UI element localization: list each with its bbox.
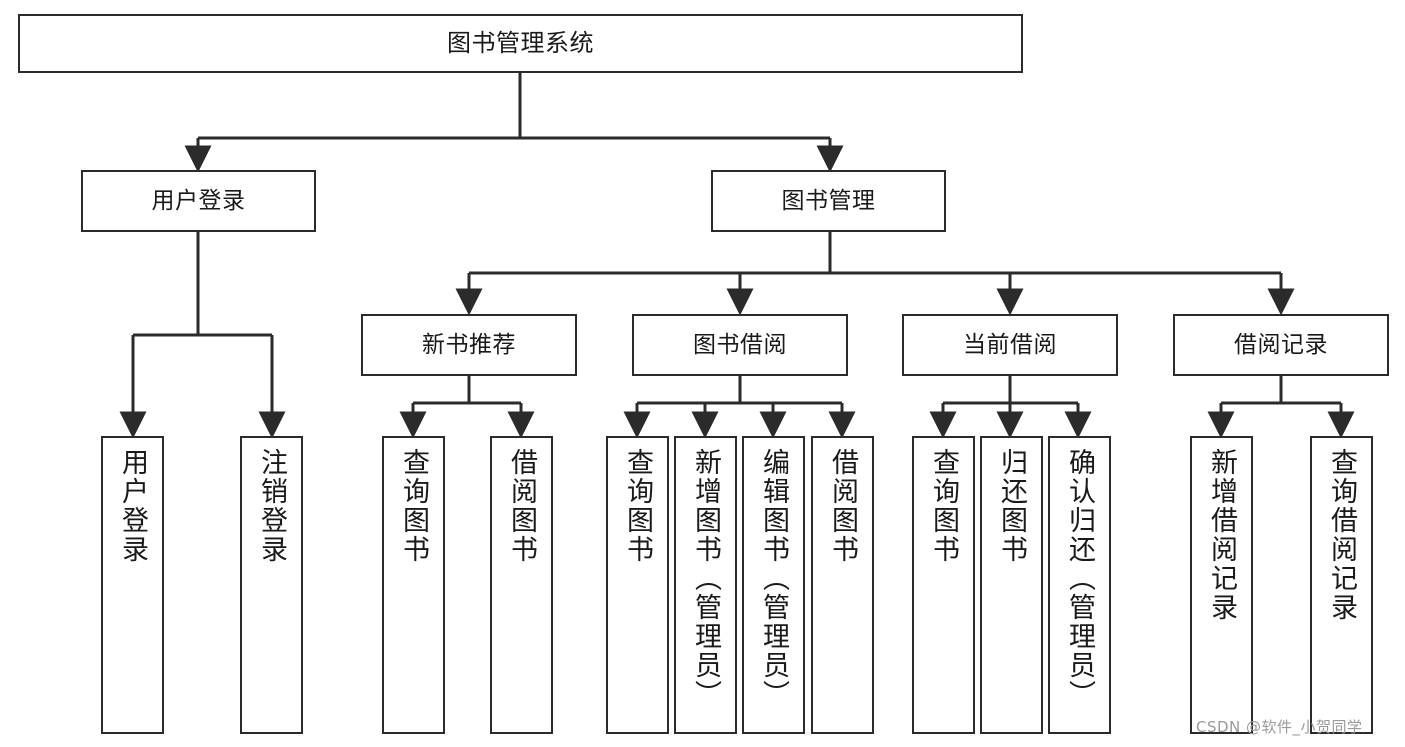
leaf-currentborrow-query-book[interactable]: 查询图书 [912, 436, 975, 734]
node-label: 当前借阅 [963, 331, 1057, 358]
node-user-login[interactable]: 用户登录 [81, 170, 316, 232]
node-label: 借阅图书 [506, 448, 537, 564]
node-label: 新增图书（管理员） [690, 448, 721, 709]
node-label: 借阅图书 [827, 448, 858, 564]
leaf-bookborrow-borrow-book[interactable]: 借阅图书 [811, 436, 874, 734]
leaf-currentborrow-confirm-return-admin[interactable]: 确认归还（管理员） [1048, 436, 1111, 734]
node-label: 图书管理系统 [447, 28, 594, 57]
node-label: 查询图书 [928, 448, 959, 564]
node-current-borrow[interactable]: 当前借阅 [902, 314, 1118, 376]
node-root-book-management-system[interactable]: 图书管理系统 [18, 14, 1023, 73]
leaf-bookborrow-add-book-admin[interactable]: 新增图书（管理员） [674, 436, 737, 734]
node-label: 确认归还（管理员） [1064, 448, 1095, 709]
leaf-currentborrow-return-book[interactable]: 归还图书 [980, 436, 1043, 734]
node-label: 查询借阅记录 [1326, 448, 1357, 622]
node-label: 用户登录 [151, 187, 246, 214]
node-label: 新增借阅记录 [1206, 448, 1237, 622]
node-label: 新书推荐 [422, 331, 516, 358]
node-label: 编辑图书（管理员） [758, 448, 789, 709]
node-label: 图书借阅 [693, 331, 787, 358]
node-borrow-record[interactable]: 借阅记录 [1173, 314, 1389, 376]
csdn-watermark: CSDN @软件_小贺同学 [1196, 718, 1363, 736]
node-label: 图书管理 [781, 187, 876, 214]
leaf-logout[interactable]: 注销登录 [240, 436, 303, 734]
node-label: 用户登录 [117, 448, 148, 564]
node-label: 注销登录 [256, 448, 287, 564]
node-new-book-recommendation[interactable]: 新书推荐 [361, 314, 577, 376]
node-book-borrow[interactable]: 图书借阅 [632, 314, 848, 376]
node-label: 查询图书 [622, 448, 653, 564]
leaf-borrowrecord-query-record[interactable]: 查询借阅记录 [1310, 436, 1373, 734]
node-label: 查询图书 [398, 448, 429, 564]
node-label: 归还图书 [996, 448, 1027, 564]
leaf-newbook-query-book[interactable]: 查询图书 [382, 436, 445, 734]
leaf-borrowrecord-add-record[interactable]: 新增借阅记录 [1190, 436, 1253, 734]
leaf-user-login[interactable]: 用户登录 [101, 436, 164, 734]
node-label: 借阅记录 [1234, 331, 1328, 358]
node-book-management[interactable]: 图书管理 [711, 170, 946, 232]
leaf-bookborrow-edit-book-admin[interactable]: 编辑图书（管理员） [742, 436, 805, 734]
leaf-bookborrow-query-book[interactable]: 查询图书 [606, 436, 669, 734]
leaf-newbook-borrow-book[interactable]: 借阅图书 [490, 436, 553, 734]
